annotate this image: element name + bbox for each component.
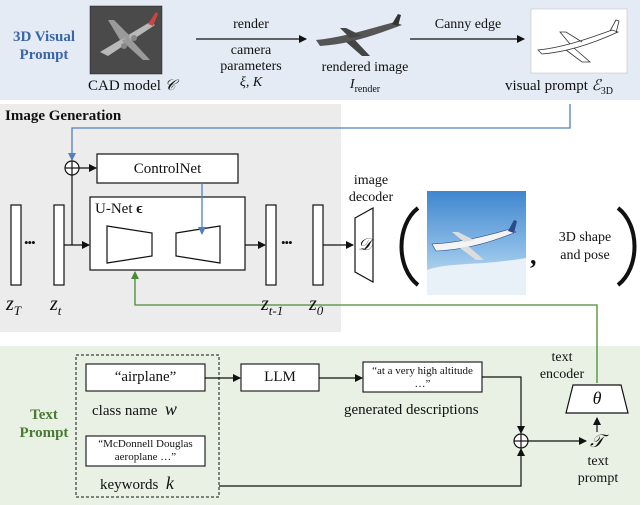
- unet-encoder-shape: [106, 225, 153, 264]
- description-to-oplus-arrow: [482, 376, 525, 434]
- rendered-image: [316, 14, 402, 56]
- z-label-t: zt: [50, 293, 62, 318]
- tuple-open-paren: [399, 206, 420, 287]
- text-encoder-symbol: θ: [592, 388, 602, 408]
- z-label-t-1: zt-1: [261, 293, 284, 318]
- text-prompt-section-title: Text Prompt: [19, 407, 69, 441]
- class-name-caption: class name w: [92, 399, 177, 419]
- prompt-inputs-dashed-box: [75, 354, 220, 498]
- class-name-value: “airplane”: [114, 369, 177, 385]
- controlnet-label: ControlNet: [133, 161, 202, 177]
- text-encoder-to-unet-arrow: [131, 271, 598, 383]
- description-value: “at a very high altitude …”: [372, 365, 473, 391]
- camera-parameters-label: camera parameters ξ, K: [207, 43, 295, 91]
- cad-model-caption: CAD model 𝒞: [88, 78, 176, 94]
- visual-prompt-caption: visual prompt ℰ3D: [505, 78, 613, 97]
- oplus-visual: [64, 160, 80, 176]
- unet-decoder-shape: [175, 225, 221, 264]
- z-label-0: z0: [309, 293, 324, 318]
- description-box: [362, 361, 483, 393]
- camera-symbols: ξ, K: [239, 75, 263, 91]
- keywords-value: “McDonnell Douglas aeroplane …”: [98, 438, 193, 464]
- tuple-close-paren: [616, 206, 637, 287]
- rendered-image-caption: rendered image Irender: [321, 60, 409, 95]
- decoder-symbol: 𝒟: [358, 235, 372, 254]
- keywords-caption: keywords k: [100, 473, 174, 493]
- text-encoder-shape: [565, 384, 629, 414]
- class-name-box: [85, 363, 206, 392]
- render-label: render: [233, 17, 269, 32]
- llm-box: [240, 363, 320, 392]
- output-label: 3D shape and pose: [558, 230, 612, 263]
- text-encoder-label: text encoder: [539, 350, 585, 382]
- dots-right: •••: [281, 235, 293, 250]
- unet-label: U-Net ϵ: [95, 201, 143, 217]
- description-caption: generated descriptions: [344, 402, 479, 418]
- keywords-to-oplus-arrow: [219, 448, 525, 487]
- oplus-text: [513, 433, 529, 449]
- llm-label: LLM: [264, 369, 296, 385]
- image-generation-section-title: Image Generation: [5, 108, 122, 124]
- canny-edge-label: Canny edge: [434, 17, 502, 32]
- visual-prompt-to-controlnet-arrow: [68, 104, 571, 161]
- controlnet-box: [96, 153, 239, 184]
- visual-prompt-edge-image: [530, 8, 628, 74]
- latent-bar-z0: [312, 204, 324, 286]
- latent-bar-zt-1: [265, 204, 277, 286]
- cad-model-image: [89, 5, 163, 75]
- keywords-box: [85, 435, 206, 467]
- tuple-comma: ,: [530, 241, 537, 270]
- latent-bar-zT: [10, 204, 22, 286]
- latent-bar-zt: [53, 204, 65, 286]
- z-label-T: zT: [6, 293, 22, 318]
- dots-left: •••: [24, 235, 36, 250]
- image-decoder-shape: [354, 206, 374, 284]
- text-prompt-symbol: 𝒯: [590, 431, 604, 451]
- generated-image: [427, 191, 526, 295]
- visual-prompt-section-title: 3D Visual Prompt: [12, 29, 76, 63]
- text-prompt-caption: text prompt: [577, 454, 619, 486]
- image-decoder-label: image decoder: [348, 173, 394, 205]
